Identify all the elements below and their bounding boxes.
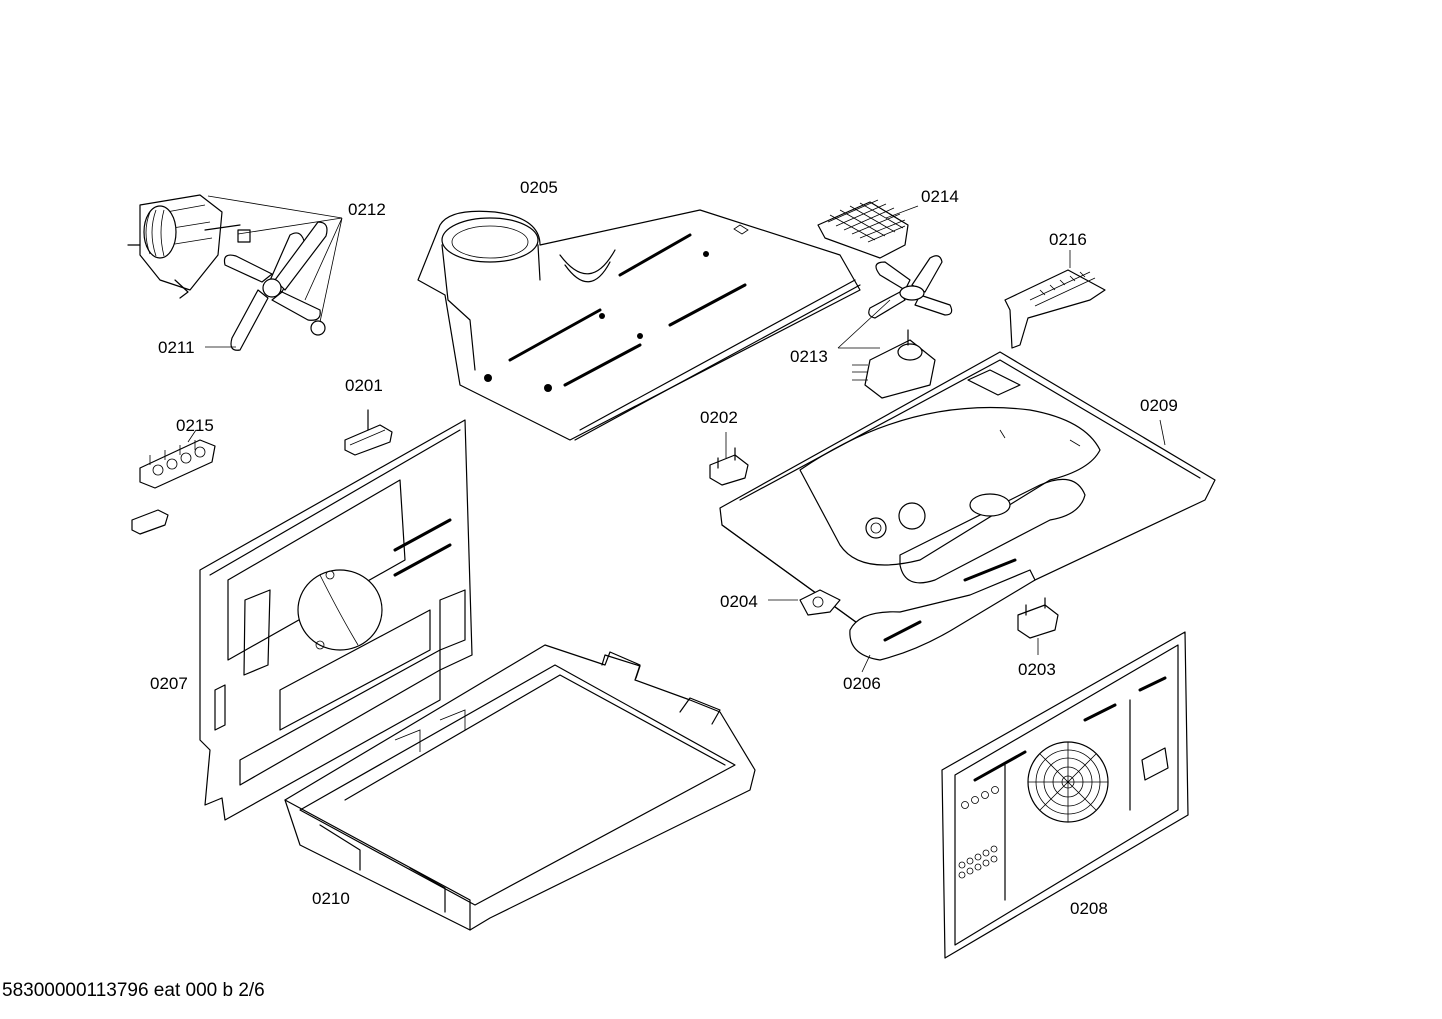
label-0206: 0206 xyxy=(843,674,881,693)
label-0208: 0208 xyxy=(1070,899,1108,918)
label-0207: 0207 xyxy=(150,674,188,693)
label-0202: 0202 xyxy=(700,408,738,427)
label-0216: 0216 xyxy=(1049,230,1087,249)
part-bottom-tray-0210 xyxy=(284,644,756,931)
part-terminal-block-0215 xyxy=(131,429,216,535)
part-cooling-fan-0213 xyxy=(837,255,953,399)
part-switch-0201 xyxy=(344,409,393,456)
label-0203: 0203 xyxy=(1018,660,1056,679)
part-convection-motor-0212 xyxy=(127,194,251,299)
label-0204: 0204 xyxy=(720,592,758,611)
label-0212: 0212 xyxy=(348,200,386,219)
label-0205: 0205 xyxy=(520,178,558,197)
label-0213: 0213 xyxy=(790,347,828,366)
part-bracket-0204 xyxy=(768,589,841,616)
part-connector-0216 xyxy=(1004,250,1106,349)
part-fan-cover-panel-0208 xyxy=(941,631,1189,959)
part-rear-panel-0207 xyxy=(199,419,473,821)
label-0215: 0215 xyxy=(176,416,214,435)
label-0201: 0201 xyxy=(345,376,383,395)
part-air-duct-cover-0205 xyxy=(417,209,861,441)
part-fan-blade-0211 xyxy=(223,221,328,351)
part-top-plate-0209 xyxy=(719,351,1216,641)
document-reference: 58300000113796 eat 000 b 2/6 xyxy=(2,980,265,1001)
part-heatsink-0214 xyxy=(817,199,919,259)
part-thermostat-0202 xyxy=(709,432,749,486)
leaders-0212-0211 xyxy=(205,195,343,348)
label-0214: 0214 xyxy=(921,187,959,206)
part-heating-plate-0206 xyxy=(849,569,1036,673)
label-0209: 0209 xyxy=(1140,396,1178,415)
label-0211: 0211 xyxy=(158,338,195,357)
label-0210: 0210 xyxy=(312,889,350,908)
part-thermostat-0203 xyxy=(1017,597,1059,655)
